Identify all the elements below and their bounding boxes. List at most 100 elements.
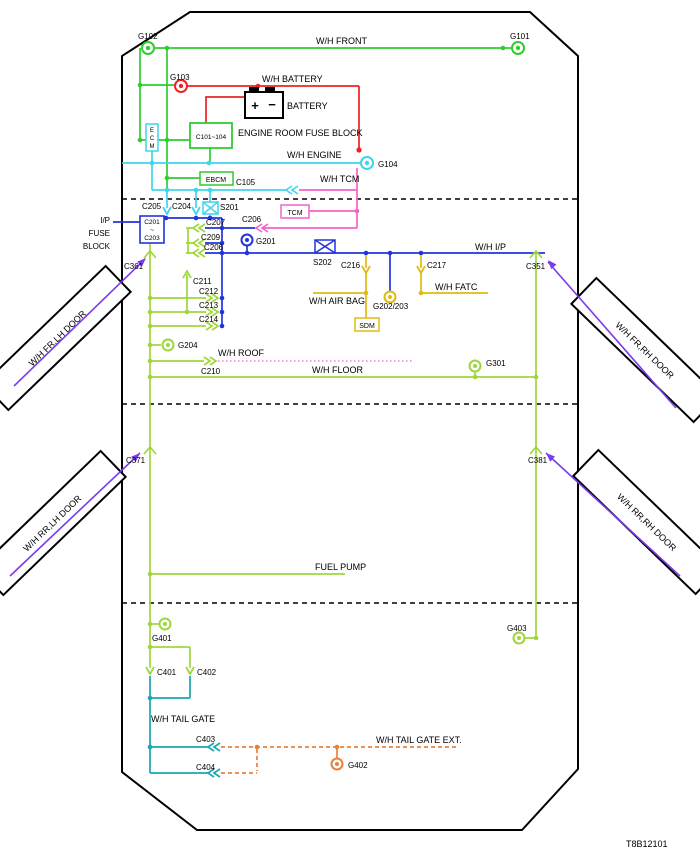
battery-box <box>244 91 284 119</box>
s201-splice <box>202 201 219 215</box>
tcm-box <box>280 204 310 219</box>
g102-label: G102 <box>138 32 158 41</box>
ip-fuse-block-line2: FUSE <box>89 229 110 238</box>
wh-roof-label: W/H ROOF <box>218 348 264 358</box>
sdm-label: SDM <box>359 323 375 330</box>
g102-ground <box>141 41 155 55</box>
fuel-pump-label: FUEL PUMP <box>315 562 366 572</box>
tcm-label: TCM <box>287 210 302 217</box>
sdm-box <box>354 317 380 332</box>
fr-lh-door-arrowhead <box>137 258 146 267</box>
c401-label: C401 <box>157 668 177 677</box>
wh-battery-label: W/H BATTERY <box>262 74 323 84</box>
airbag-nodes <box>363 290 424 296</box>
door-harnesses: W/H FR,LH DOOR W/H FR,RH DOOR W/H RR,LH … <box>0 258 700 597</box>
c381-label: C381 <box>528 456 548 465</box>
tcm-harness <box>254 168 358 233</box>
rr-lh-door: W/H RR,LH DOOR <box>0 449 141 597</box>
battery-minus-sign: − <box>268 97 276 112</box>
wh-ip-label: W/H I/P <box>475 242 506 252</box>
g402-ground <box>330 757 344 771</box>
wh-tailgate-ext-label: W/H TAIL GATE EXT. <box>376 735 462 745</box>
g201-ground <box>240 233 254 247</box>
ip-fuse-block-line1: I/P <box>100 216 110 225</box>
ground-symbols <box>141 41 526 771</box>
fr-rh-door-wire <box>547 261 677 409</box>
row-tails <box>186 227 193 254</box>
battery-terminal-plus <box>249 87 259 92</box>
c371-label: C371 <box>126 456 146 465</box>
wh-tcm-line <box>299 168 358 228</box>
wh-battery-line <box>187 85 360 150</box>
fr-lh-door: W/H FR,LH DOOR <box>0 258 146 412</box>
c214-label: C214 <box>199 315 219 324</box>
ip-green-nodes <box>147 295 190 329</box>
c212-arrowhead <box>205 293 220 303</box>
ecm-letter-c: C <box>150 136 155 142</box>
fr-rh-door-box <box>569 276 700 424</box>
c217-label: C217 <box>427 261 447 270</box>
rr-rh-door: W/H RR,RH DOOR <box>545 448 700 596</box>
c211-label: C211 <box>193 277 212 286</box>
tailgate-branch <box>150 646 191 668</box>
wh-engine-label: W/H ENGINE <box>287 150 342 160</box>
c204-arrowhead <box>191 206 201 216</box>
c206-ip-arrowhead <box>191 248 206 258</box>
ebcm-box <box>199 171 234 186</box>
c209-arrowhead <box>191 238 206 248</box>
g403-label: G403 <box>507 624 527 633</box>
tcm-node <box>354 208 360 214</box>
g103-label: G103 <box>170 73 190 82</box>
c205-label: C205 <box>142 202 162 211</box>
c205-c204-stems <box>166 190 197 208</box>
c213-label: C213 <box>199 301 219 310</box>
c201-label: C201 <box>144 219 160 226</box>
drawing-code: T8B12101 <box>626 839 668 849</box>
c201-c203-tilde: ~ <box>150 227 154 234</box>
wh-floor-label: W/H FLOOR <box>312 365 363 375</box>
ip-rows <box>205 227 255 254</box>
g301-label: G301 <box>486 359 506 368</box>
floor-harness-nodes <box>147 342 539 650</box>
c204-label: C204 <box>172 202 192 211</box>
s202-splice <box>314 239 336 254</box>
ecm-letter-m: M <box>150 144 155 150</box>
ip-harness <box>113 217 545 326</box>
ecm-letter-e: E <box>150 128 154 134</box>
c404-label: C404 <box>196 763 216 772</box>
rr-rh-door-wire <box>545 452 681 577</box>
rr-rh-door-box <box>571 448 700 596</box>
wh-fatc-label: W/H FATC <box>435 282 478 292</box>
tailgate-nodes <box>147 695 153 750</box>
tailgate-ext-nodes <box>254 744 340 750</box>
g101-label: G101 <box>510 32 530 41</box>
c205-arrowhead <box>162 206 172 216</box>
c371-tick <box>143 445 157 455</box>
rr-lh-door-box <box>0 449 128 597</box>
c217-arrowhead <box>416 265 426 275</box>
engine-room-fuse-block-box <box>189 122 233 149</box>
c402-label: C402 <box>197 668 217 677</box>
c216-label: C216 <box>341 261 361 270</box>
engine-room-fuse-block-label: ENGINE ROOM FUSE BLOCK <box>238 128 363 138</box>
c207-arrowhead <box>191 223 206 233</box>
c210-arrowhead <box>203 356 218 366</box>
c381-tick <box>529 445 543 455</box>
wh-airbag-label: W/H AIR BAG <box>309 296 365 306</box>
rr-lh-door-wire <box>9 452 141 577</box>
text-labels: G102 G101 W/H FRONT G103 W/H BATTERY BAT… <box>83 32 668 849</box>
c211-arrow <box>182 269 192 312</box>
battery-terminal-minus <box>265 87 275 92</box>
c403-c404-rows <box>150 746 208 774</box>
g202-203-label: G202/203 <box>373 302 409 311</box>
c105-label: C105 <box>236 178 256 187</box>
g202-203-ground <box>383 290 397 304</box>
front-harness-nodes <box>137 45 506 181</box>
fr-lh-door-box <box>0 264 133 412</box>
ip-fuse-block-box <box>139 215 165 244</box>
c214-arrowhead <box>205 321 220 331</box>
c401-arrowhead <box>145 666 155 676</box>
c206-tcm-label: C206 <box>242 215 262 224</box>
